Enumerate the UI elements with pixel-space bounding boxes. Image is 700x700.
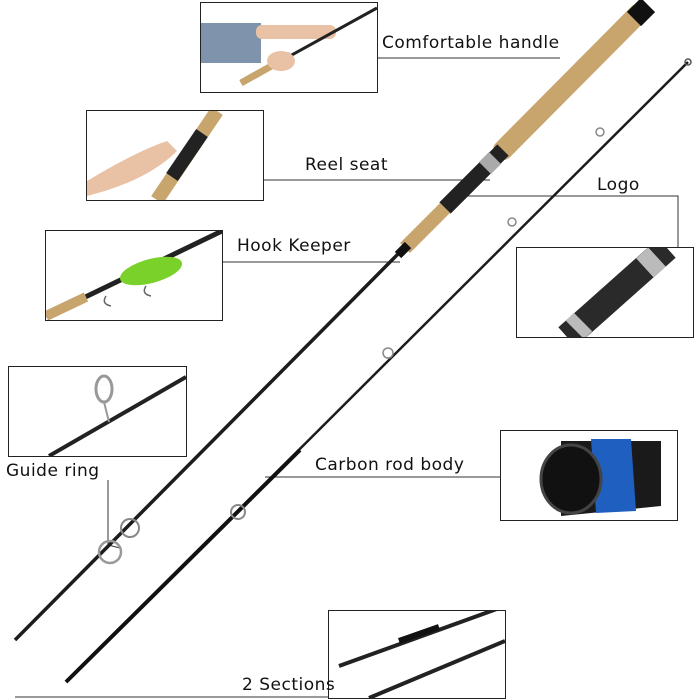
rod-butt-section: [13, 0, 656, 642]
carbon-body-photo: [500, 430, 678, 521]
sections-photo: [328, 610, 506, 699]
guide-ring-photo: [8, 366, 187, 457]
label-guide-ring: Guide ring: [6, 461, 100, 481]
logo-photo: [516, 247, 694, 338]
label-reel-seat: Reel seat: [305, 155, 388, 175]
label-carbon-rod-body: Carbon rod body: [315, 455, 465, 475]
label-comfortable-handle: Comfortable handle: [382, 33, 560, 53]
label-logo: Logo: [597, 175, 640, 195]
label-2-sections: 2 Sections: [242, 675, 336, 695]
hook-keeper-photo: [45, 230, 223, 321]
handle-photo: [200, 2, 378, 93]
reel-seat-photo: [86, 110, 264, 201]
label-hook-keeper: Hook Keeper: [237, 236, 351, 256]
rod-tip-section: [64, 58, 692, 684]
